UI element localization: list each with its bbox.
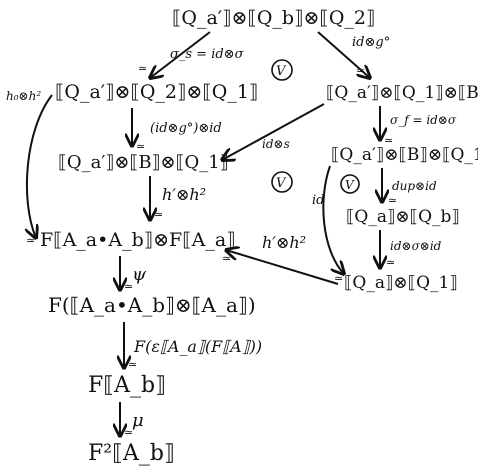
arrow-left1-mid bbox=[27, 94, 53, 238]
label-id-sigma-id: id⊗σ⊗id bbox=[390, 239, 442, 253]
check-mark-a: V bbox=[276, 64, 287, 79]
label-mu: μ bbox=[132, 410, 144, 431]
label-tilde-4: ≃ bbox=[384, 134, 393, 147]
label-id-gamma: id⊗g° bbox=[352, 35, 390, 50]
label-id-s: id⊗s bbox=[262, 137, 290, 151]
label-id-g-id: (id⊗g°)⊗id bbox=[150, 121, 222, 136]
label-tilde-9: ≃ bbox=[124, 280, 133, 293]
node-mid: F⟦A_a•A_b⟧⊗F⟦A_a⟧ bbox=[40, 229, 236, 251]
label-f-eps: F(ε⟦A_a⟧(F⟦A⟧)) bbox=[133, 337, 262, 356]
label-tilde-11: ≃ bbox=[124, 426, 133, 439]
label-tilde-2: ≃ bbox=[356, 64, 365, 77]
label-tilde-13: ≃ bbox=[334, 272, 343, 285]
label-tilde-5: ≃ bbox=[154, 208, 163, 221]
node-left1: ⟦Q_a′⟧⊗⟦Q_2⟧⊗⟦Q_1⟧ bbox=[55, 81, 258, 103]
node-right4: ⟦Q_a⟧⊗⟦Q_1⟧ bbox=[344, 273, 458, 293]
node-n6: F⟦A_b⟧ bbox=[88, 373, 166, 398]
check-circle-a bbox=[271, 59, 293, 81]
node-right1: ⟦Q_a′⟧⊗⟦Q_1⟧⊗⟦B⟧ bbox=[326, 83, 478, 103]
label-h-h2: h₀⊗h² bbox=[6, 89, 41, 103]
label-sigma-s: σ_s = id⊗σ bbox=[170, 47, 245, 62]
arrow-top-left1 bbox=[150, 31, 211, 78]
label-tilde-1: ≃ bbox=[138, 62, 147, 75]
check-mark-c: V bbox=[345, 178, 355, 192]
label-id-side: id bbox=[312, 193, 324, 208]
arrow-top-right1 bbox=[317, 31, 370, 78]
label-dup-id: dup⊗id bbox=[392, 179, 437, 193]
node-n7: F²⟦A_b⟧ bbox=[88, 441, 175, 466]
check-circle-b bbox=[271, 171, 293, 193]
label-tilde-7: ≃ bbox=[386, 256, 395, 269]
check-mark-b: V bbox=[276, 176, 287, 191]
label-hp-h2-bottom: h′⊗h² bbox=[262, 233, 306, 252]
node-right3: ⟦Q_a⟧⊗⟦Q_b⟧ bbox=[346, 207, 460, 227]
label-tilde-12: ≃ bbox=[222, 252, 231, 265]
arrow-right1-left2 bbox=[222, 103, 325, 160]
label-tilde-8: ≃ bbox=[26, 234, 35, 247]
node-top: ⟦Q_a′⟧⊗⟦Q_b⟧⊗⟦Q_2⟧ bbox=[172, 7, 375, 29]
label-psi: ψ bbox=[132, 264, 147, 285]
arrow-right4-mid bbox=[226, 250, 339, 285]
node-left2: ⟦Q_a′⟧⊗⟦B⟧⊗⟦Q_1⟧ bbox=[58, 152, 229, 173]
node-n5: F(⟦A_a•A_b⟧⊗⟦A_a⟧) bbox=[48, 293, 256, 317]
label-tilde-10: ≃ bbox=[128, 358, 137, 371]
label-sigma-f: σ_f = id⊗σ bbox=[390, 113, 457, 127]
label-tilde-6: ≃ bbox=[388, 194, 397, 207]
label-hp-h2-left: h′⊗h² bbox=[162, 185, 206, 204]
node-right2: ⟦Q_a′⟧⊗⟦B⟧⊗⟦Q_1⟧ bbox=[331, 145, 478, 165]
arrow-right2-right4 bbox=[322, 165, 344, 274]
check-circle-c bbox=[340, 174, 360, 194]
label-tilde-3: ≃ bbox=[136, 140, 145, 153]
